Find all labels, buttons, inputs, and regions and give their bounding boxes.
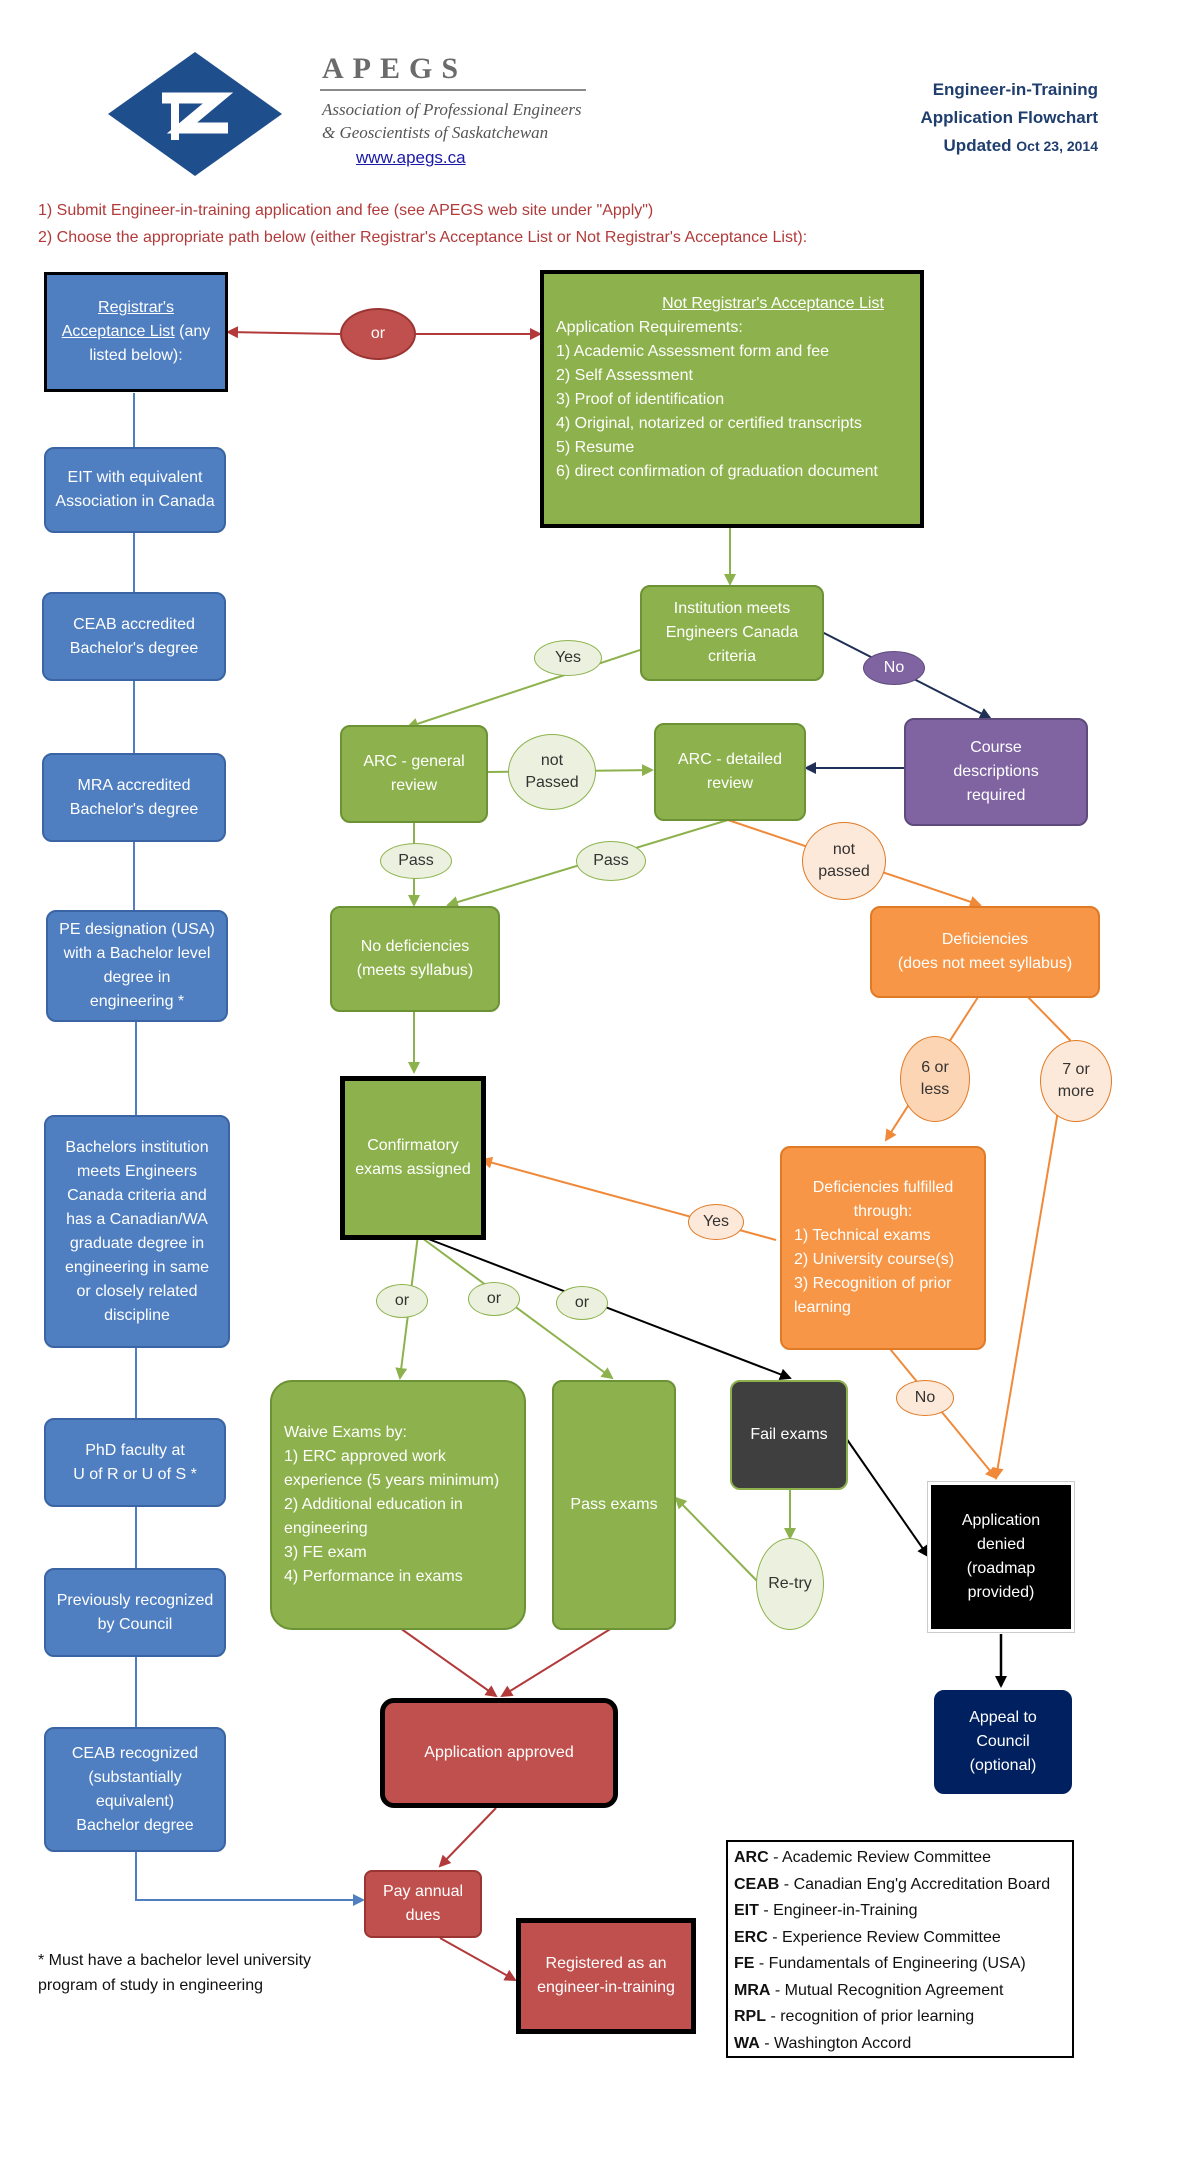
ral-title-box: Registrar's Acceptance List (any listed … [44,272,228,392]
not-ral-box: Not Registrar's Acceptance List Applicat… [540,270,924,528]
deficiencies-box: Deficiencies(does not meet syllabus) [870,906,1100,998]
not-ral-subtitle: Application Requirements: [556,319,743,336]
updated-date: Oct 23, 2014 [1016,138,1098,154]
instruction-step2: 2) Choose the appropriate path below (ei… [38,229,808,246]
or-label-waive: or [376,1284,428,1318]
no-deficiencies-box: No deficiencies(meets syllabus) [330,906,500,1012]
ral-item-ceab-recognized: CEAB recognized(substantially equivalent… [44,1727,226,1852]
flowchart-title: Engineer-in-Training Application Flowcha… [920,80,1098,155]
or-label-fail: or [556,1286,608,1320]
or-arrow-left [226,326,341,339]
application-approved-box: Application approved [380,1698,618,1808]
org-acronym: APEGS [322,52,468,85]
legend-item: FE - Fundamentals of Engineering (USA) [734,1955,1026,1972]
org-full-name: Association of Professional Engineers & … [322,100,582,142]
legend-item: MRA - Mutual Recognition Agreement [734,1981,1004,1999]
retry-label: Re-try [756,1538,824,1630]
yes-label-fulfilled: Yes [688,1204,744,1240]
legend-item: WA - Washington Accord [734,2034,912,2052]
pass-label-detailed: Pass [576,841,646,881]
org-rule [320,89,586,91]
or-label-pass: or [468,1282,520,1316]
pass-label-general: Pass [380,843,452,879]
ral-item-pe-designation: PE designation (USA)with a Bachelor leve… [46,910,228,1022]
legend-item: RPL - recognition of prior learning [734,2008,975,2025]
apegs-logo [108,52,282,176]
instruction-step1: 1) Submit Engineer-in-training applicati… [38,202,654,219]
legend-item: EIT - Engineer-in-Training [734,1902,918,1919]
pass-exams-box: Pass exams [552,1380,676,1630]
fail-exams-box: Fail exams [730,1380,848,1490]
website-link[interactable]: www.apegs.ca [356,148,466,167]
waive-exams-box: Waive Exams by: 1) ERC approved work exp… [270,1380,526,1630]
ral-connector [133,393,362,1901]
not-ral-title: Not Registrar's Acceptance List [662,295,884,312]
or-choice-oval: or [340,308,416,360]
footnote: * Must have a bachelor level university … [38,1952,312,1994]
yes-label-institution: Yes [534,640,602,676]
no-label-institution: No [863,651,925,685]
deficiencies-fulfilled-box: Deficiencies fulfilled through: 1) Techn… [780,1146,986,1350]
abbreviation-legend: ARC - Academic Review Committee CEAB - C… [726,1840,1074,2058]
legend-item: ERC - Experience Review Committee [734,1928,1001,1946]
legend-item: ARC - Academic Review Committee [734,1849,991,1866]
no-label-fulfilled: No [896,1380,954,1416]
legend-item: CEAB - Canadian Eng'g Accreditation Boar… [734,1875,1051,1893]
